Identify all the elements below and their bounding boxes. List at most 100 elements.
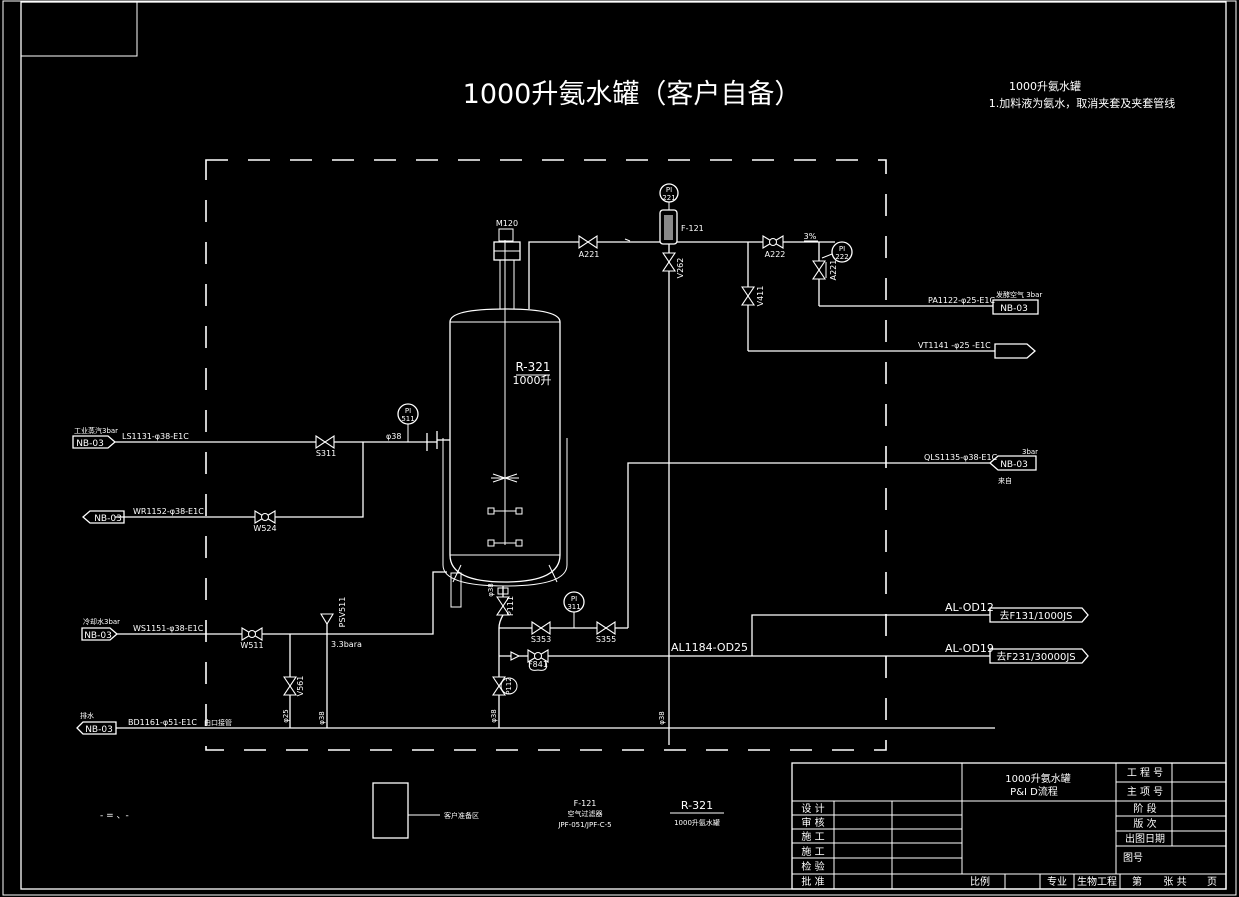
vessel-tag: R-321 bbox=[515, 360, 550, 374]
pi311-no: 311 bbox=[567, 603, 580, 611]
psv-setpoint: 3.3bara bbox=[331, 640, 362, 649]
valve-w524[interactable] bbox=[254, 510, 276, 524]
pi511-no: 511 bbox=[401, 415, 414, 423]
stray-marks: - = 、- bbox=[100, 811, 129, 821]
offpage-vent[interactable] bbox=[994, 343, 1036, 359]
valve-p112[interactable] bbox=[492, 676, 506, 696]
line-ls1131: LS1131-φ38-E1C bbox=[122, 432, 189, 441]
tb-project-no: 工 程 号 bbox=[1127, 767, 1163, 779]
offpage-wr-label: NB-03 bbox=[94, 514, 122, 524]
pi511-tag: PI bbox=[405, 407, 411, 415]
tb-scale: 比例 bbox=[970, 875, 990, 888]
tb-drawing-type: P&I D流程 bbox=[1010, 785, 1058, 798]
offpage-f131-label: 去F131/1000JS bbox=[1000, 610, 1073, 622]
offpage-ql-label: NB-03 bbox=[1000, 460, 1028, 470]
tb-design: 设 计 bbox=[801, 802, 824, 815]
ql-pressure: 3bar bbox=[1022, 448, 1038, 456]
air-pct: 3% bbox=[804, 232, 817, 241]
pi221-no: 221 bbox=[662, 194, 675, 202]
offpage-air[interactable] bbox=[992, 299, 1039, 315]
d25: φ25 bbox=[282, 709, 290, 723]
title-block bbox=[791, 762, 1227, 890]
tb-page: 页 bbox=[1207, 876, 1217, 888]
offpage-drain-label: NB-03 bbox=[85, 725, 113, 735]
offpage-f231[interactable] bbox=[989, 648, 1089, 664]
vessel-capacity: 1000升 bbox=[513, 374, 552, 387]
valve-v262[interactable] bbox=[662, 252, 676, 272]
filter-tag: F-121 bbox=[681, 224, 704, 233]
offpage-air-label: NB-03 bbox=[1000, 304, 1028, 314]
line-pa1122: PA1122-φ25-E1C bbox=[928, 296, 996, 305]
tb-check: 审 核 bbox=[801, 816, 824, 829]
steam-label: 工业蒸汽3bar bbox=[74, 426, 118, 435]
valve-psv511[interactable] bbox=[320, 613, 334, 626]
offpage-f131[interactable] bbox=[989, 607, 1089, 623]
d38-b: φ38 bbox=[318, 711, 326, 725]
drain-note: 由口接管 bbox=[204, 718, 232, 727]
legend-filter-tag: F-121 bbox=[574, 799, 597, 808]
tb-construct2: 施 工 bbox=[801, 845, 824, 858]
tb-issue-date: 出图日期 bbox=[1125, 832, 1165, 845]
d38-c: φ38 bbox=[487, 583, 495, 597]
pi311-tag: PI bbox=[571, 595, 577, 603]
offpage-steam[interactable] bbox=[72, 435, 116, 449]
line-al-od19: AL-OD19 bbox=[945, 642, 994, 655]
valve-s311-label: S311 bbox=[316, 449, 336, 458]
tb-verify: 检 验 bbox=[801, 860, 824, 873]
customer-area-label: 客户准备区 bbox=[444, 811, 479, 820]
tb-sheet-no: 第 bbox=[1132, 875, 1142, 888]
valve-v411-label: V411 bbox=[756, 286, 765, 307]
tb-discipline: 专业 bbox=[1047, 875, 1067, 888]
valve-w511-label: W511 bbox=[240, 641, 263, 650]
tb-approve: 批 准 bbox=[801, 875, 824, 888]
valve-v262-label: V262 bbox=[676, 258, 685, 279]
offpage-wr[interactable] bbox=[82, 510, 125, 524]
pi221-tag: PI bbox=[666, 186, 672, 194]
valve-s311[interactable] bbox=[315, 435, 335, 449]
valve-a221[interactable] bbox=[578, 235, 598, 249]
valve-v561[interactable] bbox=[283, 676, 297, 696]
drain-label: 排水 bbox=[80, 711, 94, 720]
tb-drawing-name: 1000升氨水罐 bbox=[1005, 772, 1070, 785]
offpage-f231-label: 去F231/30000JS bbox=[996, 651, 1075, 663]
pi222-tag: PI bbox=[839, 245, 845, 253]
valve-a222[interactable] bbox=[762, 235, 784, 249]
line-vt1141: VT1141 -φ25 -E1C bbox=[918, 341, 991, 350]
valve-w524-label: W524 bbox=[253, 524, 276, 533]
valve-a221b[interactable] bbox=[812, 260, 826, 280]
valve-s355-label: S355 bbox=[596, 635, 616, 644]
tb-drawing-no: 图号 bbox=[1123, 852, 1143, 864]
customer-area-box bbox=[372, 782, 409, 839]
valve-s355[interactable] bbox=[596, 621, 616, 635]
customer-boundary bbox=[205, 159, 887, 751]
offpage-cw-label: NB-03 bbox=[84, 631, 112, 641]
note-line: 1.加料液为氨水，取消夹套及夹套管线 bbox=[989, 96, 1176, 110]
tb-sheet-total: 张 共 bbox=[1163, 876, 1186, 888]
offpage-ql[interactable] bbox=[989, 455, 1037, 471]
tb-revision: 版 次 bbox=[1133, 817, 1156, 830]
valve-s353[interactable] bbox=[531, 621, 551, 635]
tb-item-no: 主 项 号 bbox=[1127, 786, 1163, 798]
legend-filter-name: 空气过滤器 bbox=[568, 809, 603, 818]
valve-psv511-label: PSV511 bbox=[338, 597, 347, 628]
valve-v561-label: V561 bbox=[296, 676, 305, 697]
offpage-cw[interactable] bbox=[81, 627, 118, 641]
line-al-od12: AL-OD12 bbox=[945, 601, 994, 614]
tb-discipline-value: 生物工程 bbox=[1077, 875, 1117, 888]
valve-v411[interactable] bbox=[741, 286, 755, 306]
cooling-label: 冷却水3bar bbox=[83, 617, 120, 626]
pi222-no: 222 bbox=[835, 253, 848, 261]
valve-p111-label: P111 bbox=[506, 596, 515, 616]
drawing-title: 1000升氨水罐（客户自备） bbox=[463, 79, 802, 110]
valve-a221-label: A221 bbox=[579, 250, 600, 259]
motor-tag: M120 bbox=[496, 219, 518, 228]
ql-from: 来自 bbox=[998, 476, 1012, 485]
d38-a: φ38 bbox=[386, 432, 401, 441]
air-source-label: 发酵空气 3bar bbox=[996, 290, 1042, 299]
valve-w511[interactable] bbox=[241, 627, 263, 641]
d38-e: φ38 bbox=[658, 711, 666, 725]
legend-filter-model: JPF-051/JPF-C-5 bbox=[557, 821, 611, 829]
legend-vessel-tag: R-321 bbox=[681, 799, 713, 812]
